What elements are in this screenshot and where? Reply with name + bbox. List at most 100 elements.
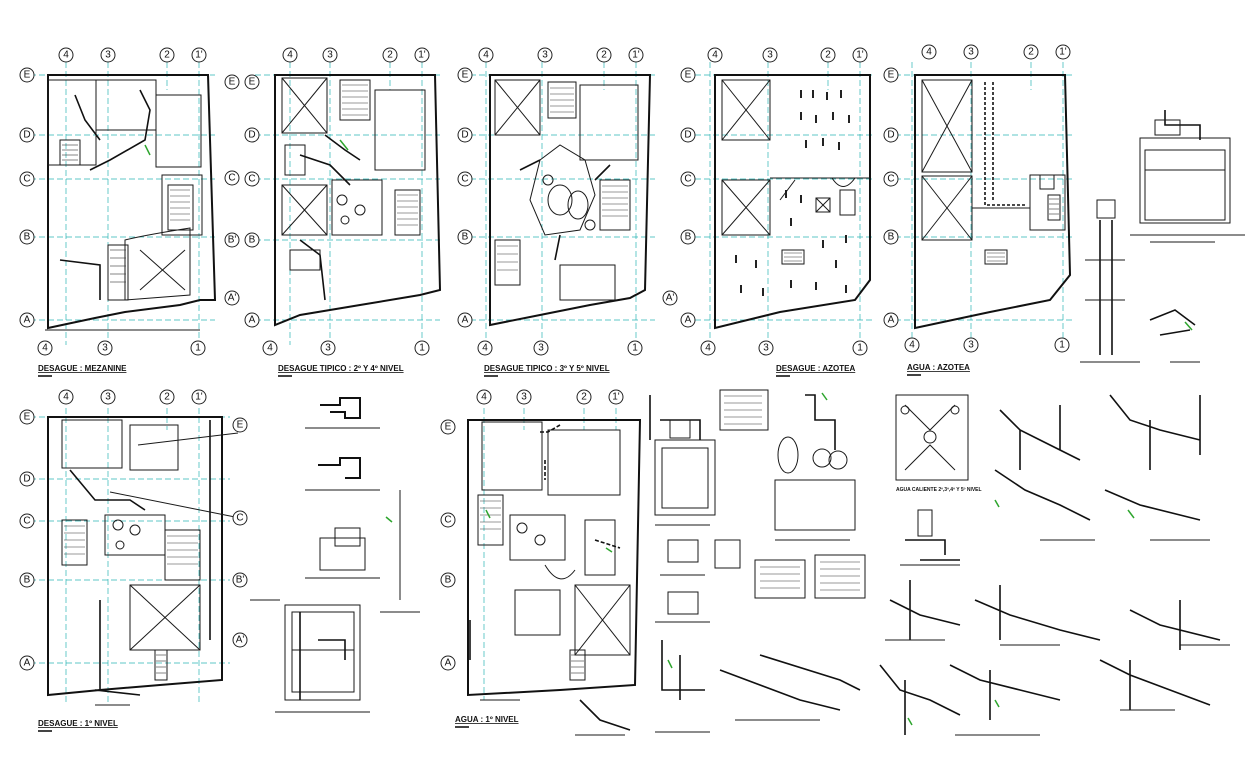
- plan-desague-1-nivel: [30, 408, 239, 706]
- svg-text:E: E: [237, 420, 244, 431]
- detail-label-agua-caliente: AGUA CALIENTE 2º,3º,4º Y 5º NIVEL: [896, 487, 982, 493]
- title-desague-tipico-3-5: DESAGUE TIPICO : 3º Y 5º NIVEL: [484, 364, 610, 373]
- svg-text:2: 2: [164, 50, 170, 61]
- svg-text:E: E: [445, 422, 452, 433]
- detail-cluster-right: [879, 394, 1230, 736]
- svg-text:2: 2: [1028, 47, 1034, 58]
- svg-text:A: A: [462, 315, 469, 326]
- svg-text:1': 1': [195, 50, 203, 61]
- svg-text:A: A: [249, 315, 256, 326]
- svg-text:C: C: [23, 516, 30, 527]
- svg-text:A': A': [666, 293, 675, 304]
- svg-text:2: 2: [387, 50, 393, 61]
- svg-text:A': A': [228, 293, 237, 304]
- svg-text:E: E: [249, 77, 256, 88]
- axis-bubbles-plan-4: 4 3 2 1' E D C B A A' 4 3 1: [662, 47, 868, 356]
- svg-text:4: 4: [705, 343, 711, 354]
- svg-text:B: B: [445, 575, 452, 586]
- svg-text:4: 4: [63, 392, 69, 403]
- svg-text:C: C: [461, 174, 468, 185]
- svg-text:D: D: [248, 130, 255, 141]
- title-desague-tipico-2-4: DESAGUE TIPICO : 2º Y 4º NIVEL: [278, 364, 404, 373]
- plan-desague-azotea: [695, 62, 875, 345]
- title-agua-azotea: AGUA : AZOTEA: [907, 363, 970, 372]
- svg-text:C: C: [444, 515, 451, 526]
- svg-text:2: 2: [164, 392, 170, 403]
- svg-text:B': B': [228, 235, 237, 246]
- svg-text:A: A: [24, 658, 31, 669]
- plan-desague-tipico-2-4: [255, 62, 442, 345]
- svg-text:B: B: [24, 232, 31, 243]
- svg-text:D: D: [461, 130, 468, 141]
- svg-text:3: 3: [763, 343, 769, 354]
- detail-cluster-middle: [575, 389, 866, 736]
- svg-text:1: 1: [419, 343, 425, 354]
- detail-column-center: [250, 397, 420, 713]
- svg-text:1': 1': [1059, 47, 1067, 58]
- svg-text:A: A: [685, 315, 692, 326]
- svg-text:3: 3: [105, 392, 111, 403]
- svg-text:3: 3: [968, 47, 974, 58]
- svg-text:2: 2: [601, 50, 607, 61]
- svg-text:2: 2: [825, 50, 831, 61]
- axis-bubbles-plan-6: 4 3 2 1' E D C B A E C B' A': [19, 389, 248, 671]
- tank-details-top-right: [1080, 110, 1245, 363]
- svg-text:4: 4: [481, 392, 487, 403]
- svg-text:3: 3: [542, 50, 548, 61]
- svg-text:E: E: [888, 70, 895, 81]
- svg-text:C: C: [248, 174, 255, 185]
- svg-text:D: D: [684, 130, 691, 141]
- svg-text:1': 1': [632, 50, 640, 61]
- axis-bubbles-plan-5: 4 3 2 1' E D C B A 4 3 1: [883, 44, 1071, 353]
- svg-text:A: A: [888, 315, 895, 326]
- svg-text:3: 3: [968, 340, 974, 351]
- svg-text:4: 4: [287, 50, 293, 61]
- svg-text:B: B: [249, 235, 256, 246]
- title-agua-1-nivel: AGUA : 1º NIVEL: [455, 715, 519, 724]
- svg-text:D: D: [23, 130, 30, 141]
- svg-text:3: 3: [327, 50, 333, 61]
- plan-desague-tipico-3-5: [470, 62, 655, 345]
- title-desague-azotea: DESAGUE : AZOTEA: [776, 364, 855, 373]
- plan-agua-azotea: [895, 62, 1075, 345]
- plan-agua-1-nivel: [467, 408, 642, 701]
- svg-text:E: E: [685, 70, 692, 81]
- svg-text:1': 1': [612, 392, 620, 403]
- svg-text:1': 1': [195, 392, 203, 403]
- svg-text:E: E: [462, 70, 469, 81]
- svg-text:B: B: [462, 232, 469, 243]
- axis-markers: 4 3 2 1' E D C B A 4 3 1 4 3 2 1' E D C …: [19, 44, 1071, 671]
- axis-bubbles-plan-2: 4 3 2 1' E D C B A E C B' A' 4 3 1: [224, 47, 430, 356]
- svg-text:A': A': [236, 635, 245, 646]
- svg-text:3: 3: [105, 50, 111, 61]
- svg-text:2: 2: [581, 392, 587, 403]
- svg-text:C: C: [887, 174, 894, 185]
- svg-text:4: 4: [482, 343, 488, 354]
- svg-text:1': 1': [418, 50, 426, 61]
- axis-bubbles-plan-7: 4 3 2 1' E C B A: [440, 389, 624, 671]
- title-desague-1-nivel: DESAGUE : 1º NIVEL: [38, 719, 118, 728]
- svg-text:4: 4: [712, 50, 718, 61]
- svg-text:B': B': [236, 575, 245, 586]
- svg-text:4: 4: [267, 343, 273, 354]
- svg-text:3: 3: [767, 50, 773, 61]
- svg-text:B: B: [685, 232, 692, 243]
- svg-text:A: A: [445, 658, 452, 669]
- svg-text:D: D: [23, 474, 30, 485]
- svg-text:3: 3: [102, 343, 108, 354]
- svg-text:E: E: [24, 70, 31, 81]
- svg-text:4: 4: [909, 340, 915, 351]
- svg-text:4: 4: [42, 343, 48, 354]
- svg-text:1: 1: [857, 343, 863, 354]
- svg-text:D: D: [887, 130, 894, 141]
- svg-text:C: C: [23, 174, 30, 185]
- svg-text:1: 1: [1059, 340, 1065, 351]
- svg-text:4: 4: [926, 47, 932, 58]
- axis-bubbles-plan-1: 4 3 2 1' E D C B A 4 3 1: [19, 47, 207, 356]
- svg-text:4: 4: [63, 50, 69, 61]
- svg-text:3: 3: [538, 343, 544, 354]
- svg-text:1: 1: [195, 343, 201, 354]
- svg-text:1': 1': [856, 50, 864, 61]
- plan-mezanine: [30, 62, 217, 345]
